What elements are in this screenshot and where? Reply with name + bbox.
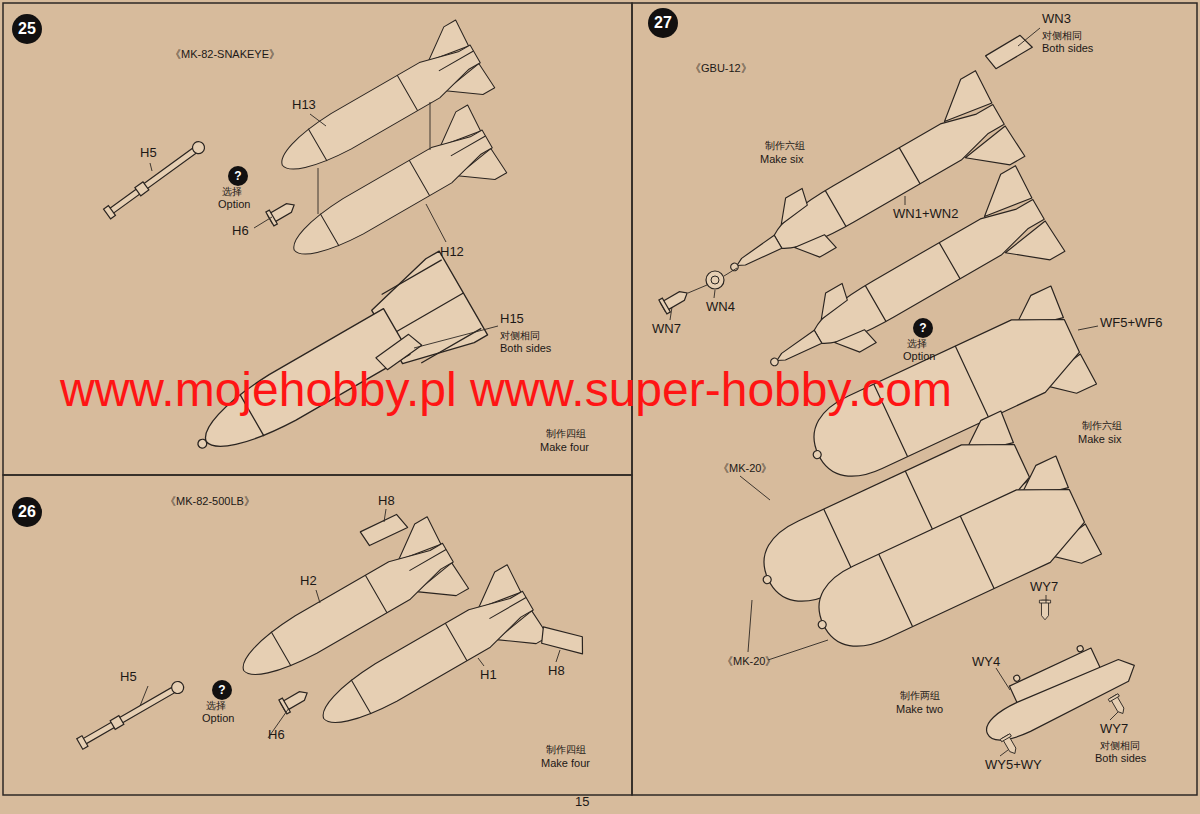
instruction-note: Option: [903, 350, 935, 363]
part-number: H13: [292, 98, 316, 113]
instruction-note: Option: [218, 198, 250, 211]
instruction-note: Make six: [1078, 433, 1121, 446]
instruction-note: Make four: [541, 757, 590, 770]
part-number: WN3: [1042, 12, 1071, 27]
instruction-note: Option: [202, 712, 234, 725]
step-number: 27: [648, 8, 678, 38]
chinese-note: 制作四组: [546, 428, 586, 440]
watermark: www.mojehobby.pl www.super-hobby.com: [60, 362, 952, 417]
part-number: H1: [480, 668, 497, 683]
part-number: H6: [232, 224, 249, 239]
bomb-type-title: 《MK-82-500LB》: [165, 495, 255, 508]
node-text: ?: [218, 684, 225, 696]
part-number: H8: [378, 494, 395, 509]
chinese-note: 制作六组: [765, 140, 805, 152]
node-text: ?: [234, 170, 241, 182]
option-mark: ?: [913, 318, 933, 338]
bomb-type-title: 《MK-20》: [722, 655, 776, 668]
bomb-type-title: 《MK-82-SNAKEYE》: [170, 48, 280, 61]
chinese-note: 选择: [222, 186, 242, 198]
part-number: WY5+WY: [985, 758, 1042, 773]
bomb-type-title: 《GBU-12》: [690, 62, 752, 75]
chinese-note: 对侧相同: [1042, 30, 1082, 42]
node-text: 27: [654, 15, 672, 31]
instruction-note: Both sides: [1095, 752, 1146, 765]
step-number: 25: [12, 14, 42, 44]
chinese-note: 对侧相同: [500, 330, 540, 342]
instruction-note: Both sides: [500, 342, 551, 355]
instruction-note: Make four: [540, 441, 589, 454]
part-number: WN7: [652, 322, 681, 337]
instruction-note: Make six: [760, 153, 803, 166]
instruction-note: Both sides: [1042, 42, 1093, 55]
part-number: H5: [140, 146, 157, 161]
bomb-type-title: 《MK-20》: [718, 462, 772, 475]
node-text: ?: [919, 322, 926, 334]
chinese-note: 选择: [907, 338, 927, 350]
part-number: WY7: [1100, 722, 1128, 737]
part-number: H8: [548, 664, 565, 679]
part-number: WN1+WN2: [893, 207, 958, 222]
chinese-note: 制作六组: [1082, 420, 1122, 432]
part-number: WF5+WF6: [1100, 316, 1162, 331]
chinese-note: 制作四组: [546, 744, 586, 756]
part-number: H15: [500, 312, 524, 327]
part-number: H6: [268, 728, 285, 743]
part-number: WN4: [706, 300, 735, 315]
chinese-note: 对侧相同: [1100, 740, 1140, 752]
part-number: WY7: [1030, 580, 1058, 595]
option-mark: ?: [212, 680, 232, 700]
part-number: H12: [440, 245, 464, 260]
page-number: 15: [575, 795, 589, 810]
node-text: 26: [18, 504, 36, 520]
option-mark: ?: [228, 166, 248, 186]
part-number: WY4: [972, 655, 1000, 670]
part-number: H5: [120, 670, 137, 685]
chinese-note: 选择: [206, 700, 226, 712]
node-text: 25: [18, 21, 36, 37]
instruction-note: Make two: [896, 703, 943, 716]
step-number: 26: [12, 497, 42, 527]
part-number: H2: [300, 574, 317, 589]
chinese-note: 制作两组: [900, 690, 940, 702]
